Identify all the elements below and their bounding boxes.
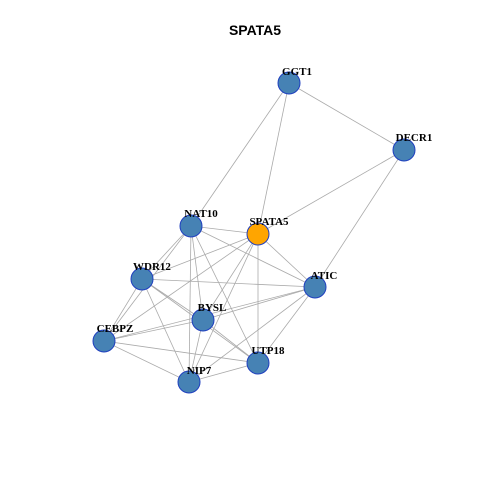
- edge-ggt1-decr1: [288, 82, 405, 151]
- node-label-decr1: DECR1: [396, 132, 433, 144]
- node-circle-nip7: [177, 370, 201, 394]
- edge-wdr12-nip7: [141, 278, 190, 383]
- node-circle-decr1: [392, 138, 416, 162]
- node-ggt1: GGT1: [277, 66, 312, 95]
- node-label-atic: ATIC: [311, 270, 338, 282]
- node-circle-spata5: [246, 222, 270, 246]
- node-label-wdr12: WDR12: [133, 261, 171, 273]
- edge-atic-nip7: [188, 286, 316, 383]
- node-label-nip7: NIP7: [187, 365, 212, 377]
- edge-ggt1-spata5: [257, 82, 290, 235]
- node-circle-ggt1: [277, 71, 301, 95]
- edge-nat10-utp18: [190, 225, 259, 364]
- edge-atic-bysl: [202, 286, 316, 321]
- node-label-spata5: SPATA5: [249, 216, 289, 228]
- node-label-nat10: NAT10: [184, 208, 218, 220]
- node-circle-wdr12: [130, 267, 154, 291]
- edge-utp18-nip7: [188, 362, 259, 383]
- node-atic: ATIC: [303, 270, 338, 299]
- edge-spata5-bysl: [202, 233, 259, 321]
- edge-spata5-atic: [257, 233, 316, 288]
- edge-spata5-wdr12: [141, 233, 259, 280]
- edge-ggt1-nat10: [190, 82, 290, 227]
- node-circle-cebpz: [92, 329, 116, 353]
- edge-wdr12-atic: [141, 278, 316, 288]
- node-label-bysl: BYSL: [198, 302, 227, 314]
- edge-cebpz-utp18: [103, 340, 259, 364]
- node-circle-nat10: [179, 214, 203, 238]
- edge-nat10-nip7: [188, 225, 192, 383]
- edge-atic-utp18: [257, 286, 316, 364]
- edge-decr1-spata5: [257, 149, 405, 235]
- edge-bysl-cebpz: [103, 319, 204, 342]
- edge-nat10-bysl: [190, 225, 204, 321]
- node-wdr12: WDR12: [130, 261, 171, 291]
- edge-wdr12-bysl: [141, 278, 204, 321]
- edge-spata5-nip7: [188, 233, 259, 383]
- edge-nat10-wdr12: [141, 225, 192, 280]
- edge-decr1-atic: [314, 149, 405, 288]
- edge-wdr12-cebpz: [103, 278, 143, 342]
- node-utp18: UTP18: [246, 345, 286, 375]
- edge-nat10-atic: [190, 225, 316, 288]
- node-nat10: NAT10: [179, 208, 218, 238]
- edge-bysl-utp18: [202, 319, 259, 364]
- node-decr1: DECR1: [392, 132, 433, 162]
- node-circle-bysl: [191, 308, 215, 332]
- node-label-cebpz: CEBPZ: [97, 323, 134, 335]
- node-circle-utp18: [246, 351, 270, 375]
- node-circle-atic: [303, 275, 327, 299]
- node-cebpz: CEBPZ: [92, 323, 134, 353]
- edge-spata5-cebpz: [103, 233, 259, 342]
- edge-cebpz-nip7: [103, 340, 190, 383]
- node-nip7: NIP7: [177, 365, 212, 394]
- graph-title: SPATA5: [229, 22, 281, 38]
- node-spata5: SPATA5: [246, 216, 289, 246]
- node-label-utp18: UTP18: [252, 345, 286, 357]
- node-bysl: BYSL: [191, 302, 227, 332]
- node-label-ggt1: GGT1: [282, 66, 312, 78]
